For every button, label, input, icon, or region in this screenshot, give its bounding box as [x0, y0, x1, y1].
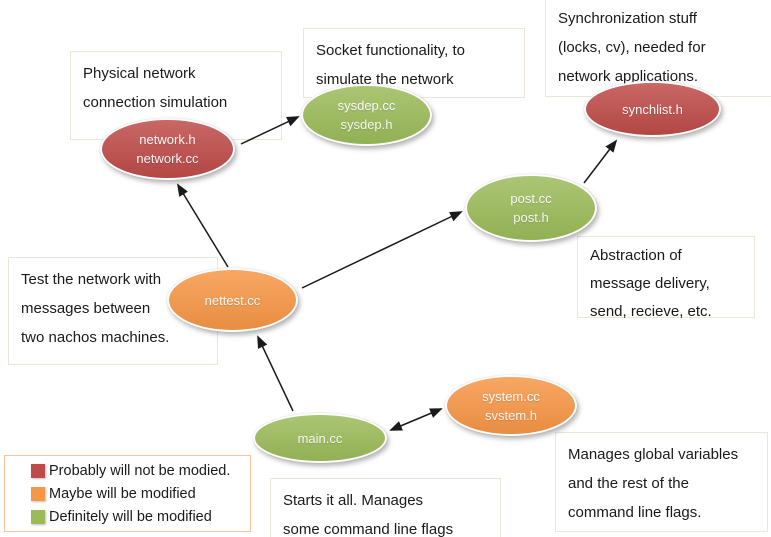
note-starts-it-all: Starts it all. Manages some command line… — [270, 478, 501, 537]
legend-item-green: Definitely will be modified — [31, 505, 250, 528]
note-abstraction: Abstraction of message delivery, send, r… — [577, 236, 755, 320]
legend-label-red: Probably will not be modied. — [49, 462, 231, 479]
arrow-nettest-to-post — [301, 211, 463, 289]
node-network: network.h network.cc — [100, 118, 235, 180]
node-system: system.cc svstem.h — [445, 375, 577, 436]
legend-swatch-red — [31, 463, 45, 478]
node-network-label: network.h network.cc — [136, 132, 199, 166]
legend: Probably will not be modied. Maybe will … — [4, 455, 251, 532]
node-post: post.cc post.h — [465, 174, 597, 242]
legend-item-orange: Maybe will be modified — [31, 482, 250, 505]
node-nettest-label: nettest.cc — [204, 292, 261, 308]
node-synchlist: synchlist.h — [584, 81, 721, 137]
node-post-label: post.cc post.h — [510, 191, 552, 225]
arrow-main-system-bidirectional — [389, 408, 443, 431]
legend-swatch-green — [31, 509, 45, 524]
arrow-main-to-nettest — [257, 335, 294, 412]
legend-label-green: Definitely will be modified — [49, 508, 212, 525]
legend-swatch-orange — [31, 486, 45, 501]
arrow-post-to-synchlist — [583, 139, 618, 184]
arrow-nettest-to-network — [177, 183, 229, 268]
note-manages-globals: Manages global variables and the rest of… — [555, 432, 768, 532]
node-nettest: nettest.cc — [167, 268, 298, 332]
legend-label-orange: Maybe will be modified — [49, 485, 196, 502]
legend-item-red: Probably will not be modied. — [31, 459, 250, 482]
node-sysdep-label: sysdep.cc sysdep.h — [337, 98, 396, 132]
node-sysdep: sysdep.cc sysdep.h — [301, 84, 432, 146]
node-synchlist-label: synchlist.h — [622, 101, 683, 117]
node-main-label: main.cc — [297, 430, 343, 446]
node-system-label: system.cc svstem.h — [482, 388, 540, 423]
node-main: main.cc — [253, 413, 387, 463]
note-socket-functionality: Socket functionality, to simulate the ne… — [303, 28, 525, 98]
